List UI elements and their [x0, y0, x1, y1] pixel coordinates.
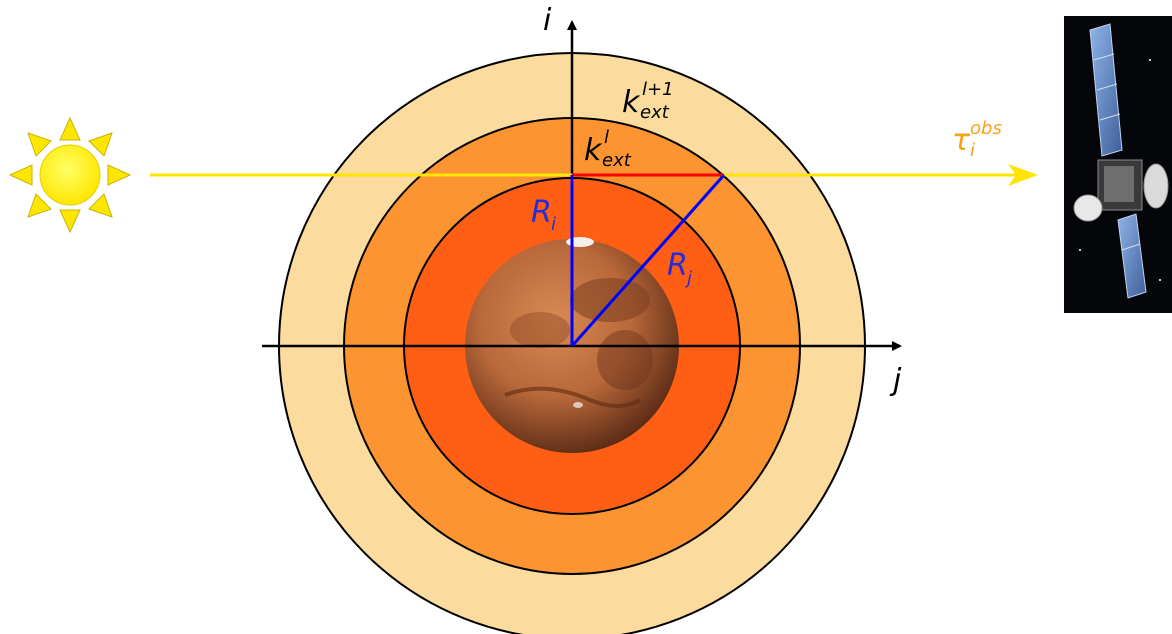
r-i-label: R [531, 195, 552, 230]
sun-icon [8, 116, 132, 234]
spacecraft-icon [1064, 16, 1172, 313]
k-inner-label: k [584, 133, 603, 168]
tau-subscript: i [970, 140, 975, 161]
axis-i-label: i [543, 3, 552, 38]
radius-j-line [570, 174, 726, 347]
k-outer-subscript: ext [640, 102, 670, 123]
tau-label: τ [952, 123, 971, 158]
k-inner-subscript: ext [602, 150, 632, 171]
k-inner-superscript: l [604, 127, 609, 148]
r-j-label: R [667, 248, 688, 283]
k-outer-label: k [622, 85, 641, 120]
tau-superscript: obs [970, 118, 1002, 139]
axis-j-label: j [889, 363, 902, 398]
r-i-subscript: i [551, 214, 556, 235]
r-j-subscript: j [684, 268, 692, 289]
k-outer-superscript: l+1 [642, 79, 674, 100]
light-ray-arrowhead [1008, 164, 1038, 186]
